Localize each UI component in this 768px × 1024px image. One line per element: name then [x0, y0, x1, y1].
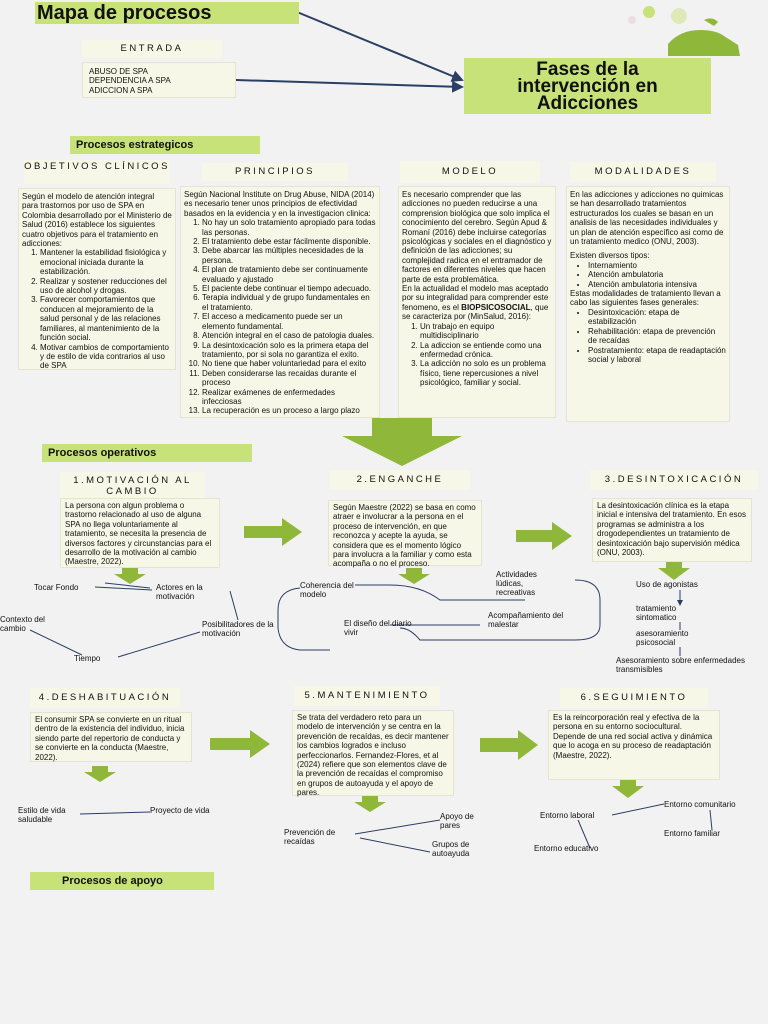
- motivacion-box: La persona con algun problema o trastorn…: [60, 498, 220, 568]
- node-educativo: Entorno educativo: [534, 844, 599, 853]
- main-title: Fases de la intervención en Adicciones: [464, 58, 711, 114]
- strategic-label: Procesos estrategicos: [70, 136, 260, 154]
- down-arrow-6: [612, 780, 644, 798]
- objetivos-box: Según el modelo de atención integral par…: [18, 188, 176, 370]
- node-grupos: Grupos de autoayuda: [432, 840, 470, 858]
- node-diseno: El diseño del diario vivir: [344, 619, 412, 637]
- entrada-to-main-line: [235, 79, 464, 93]
- motivacion-header: 1.MOTIVACIÓN AL CAMBIO: [60, 472, 205, 498]
- enganche-box: Según Maestre (2022) se basa en como atr…: [328, 500, 482, 568]
- page-title: Mapa de procesos: [35, 2, 299, 24]
- modelo-box: Es necesario comprender que las adiccion…: [398, 186, 556, 418]
- node-contexto: Contexto del cambio: [0, 615, 45, 633]
- node-tiempo: Tiempo: [74, 654, 101, 663]
- modelo-header: MODELO: [400, 161, 540, 183]
- node-transmisibles: Asesoramiento sobre enfermedades transmi…: [616, 656, 745, 674]
- mantenimiento-header: 5.MANTENIMIENTO: [294, 686, 440, 706]
- down-arrow-1: [114, 568, 146, 584]
- support-label: Procesos de apoyo: [30, 872, 214, 890]
- node-acompanamiento: Acompañamiento del malestar: [488, 611, 564, 629]
- node-prevencion: Prevención de recaídas: [284, 828, 336, 846]
- node-posibilitadores: Posibilitadores de la motivación: [202, 620, 274, 638]
- node-actividades: Actividades lúdicas, recreativas: [496, 570, 537, 597]
- down-arrow-2: [398, 568, 430, 584]
- arrow-right-4-5: [210, 730, 270, 758]
- node-agonistas: Uso de agonistas: [636, 580, 698, 589]
- node-laboral: Entorno laboral: [540, 811, 595, 820]
- down-arrow-4: [84, 766, 116, 782]
- node-actores: Actores en la motivación: [156, 583, 203, 601]
- node-estilo: Estilo de vida saludable: [18, 806, 66, 824]
- deshabituacion-box: El consumir SPA se convierte en un ritua…: [30, 712, 192, 762]
- arrow-right-2-3: [516, 522, 572, 550]
- down-arrow-5: [354, 796, 386, 812]
- objetivos-header: OBJETIVOS CLÍNICOS: [24, 160, 170, 184]
- modalidades-header: MODALIDADES: [570, 162, 716, 182]
- node-proyecto: Proyecto de vida: [150, 806, 210, 815]
- node-psicosocial: asesoramiento psicosocial: [636, 629, 689, 647]
- desintoxicacion-box: La desintoxicación clínica es la etapa i…: [592, 498, 752, 562]
- node-tocar-fondo: Tocar Fondo: [34, 583, 79, 592]
- principios-box: Según Nacional Institute on Drug Abuse, …: [180, 186, 380, 418]
- entrada-header: ENTRADA: [82, 40, 222, 58]
- seguimiento-box: Es la reincorporación real y efectiva de…: [548, 710, 720, 780]
- title-to-main-line: [296, 11, 464, 82]
- arrow-right-1-2: [244, 518, 302, 546]
- node-apoyo-pares: Apoyo de pares: [440, 812, 474, 830]
- node-sintomatico: tratamiento sintomatico: [636, 604, 677, 622]
- node-coherencia: Coherencia del modelo: [300, 581, 354, 599]
- entrada-box: ABUSO DE SPA DEPENDENCIA A SPA ADICCION …: [82, 62, 236, 98]
- big-down-arrow: [342, 418, 462, 466]
- node-comunitario: Entorno comunitario: [664, 800, 736, 809]
- arrow-right-5-6: [480, 730, 538, 760]
- operative-label: Procesos operativos: [42, 444, 252, 462]
- node-familiar: Entorno familiar: [664, 829, 721, 838]
- deshabituacion-header: 4.DESHABITUACIÓN: [30, 688, 180, 708]
- seguimiento-header: 6.SEGUIMIENTO: [560, 688, 708, 708]
- principios-header: PRINCIPIOS: [202, 163, 348, 181]
- down-arrow-3: [658, 562, 690, 580]
- mantenimiento-box: Se trata del verdadero reto para un mode…: [292, 710, 454, 797]
- desintoxicacion-header: 3.DESINTOXICACIÓN: [590, 470, 758, 490]
- modalidades-box: En las adicciones y adicciones no quimic…: [566, 186, 730, 422]
- enganche-header: 2.ENGANCHE: [330, 470, 470, 490]
